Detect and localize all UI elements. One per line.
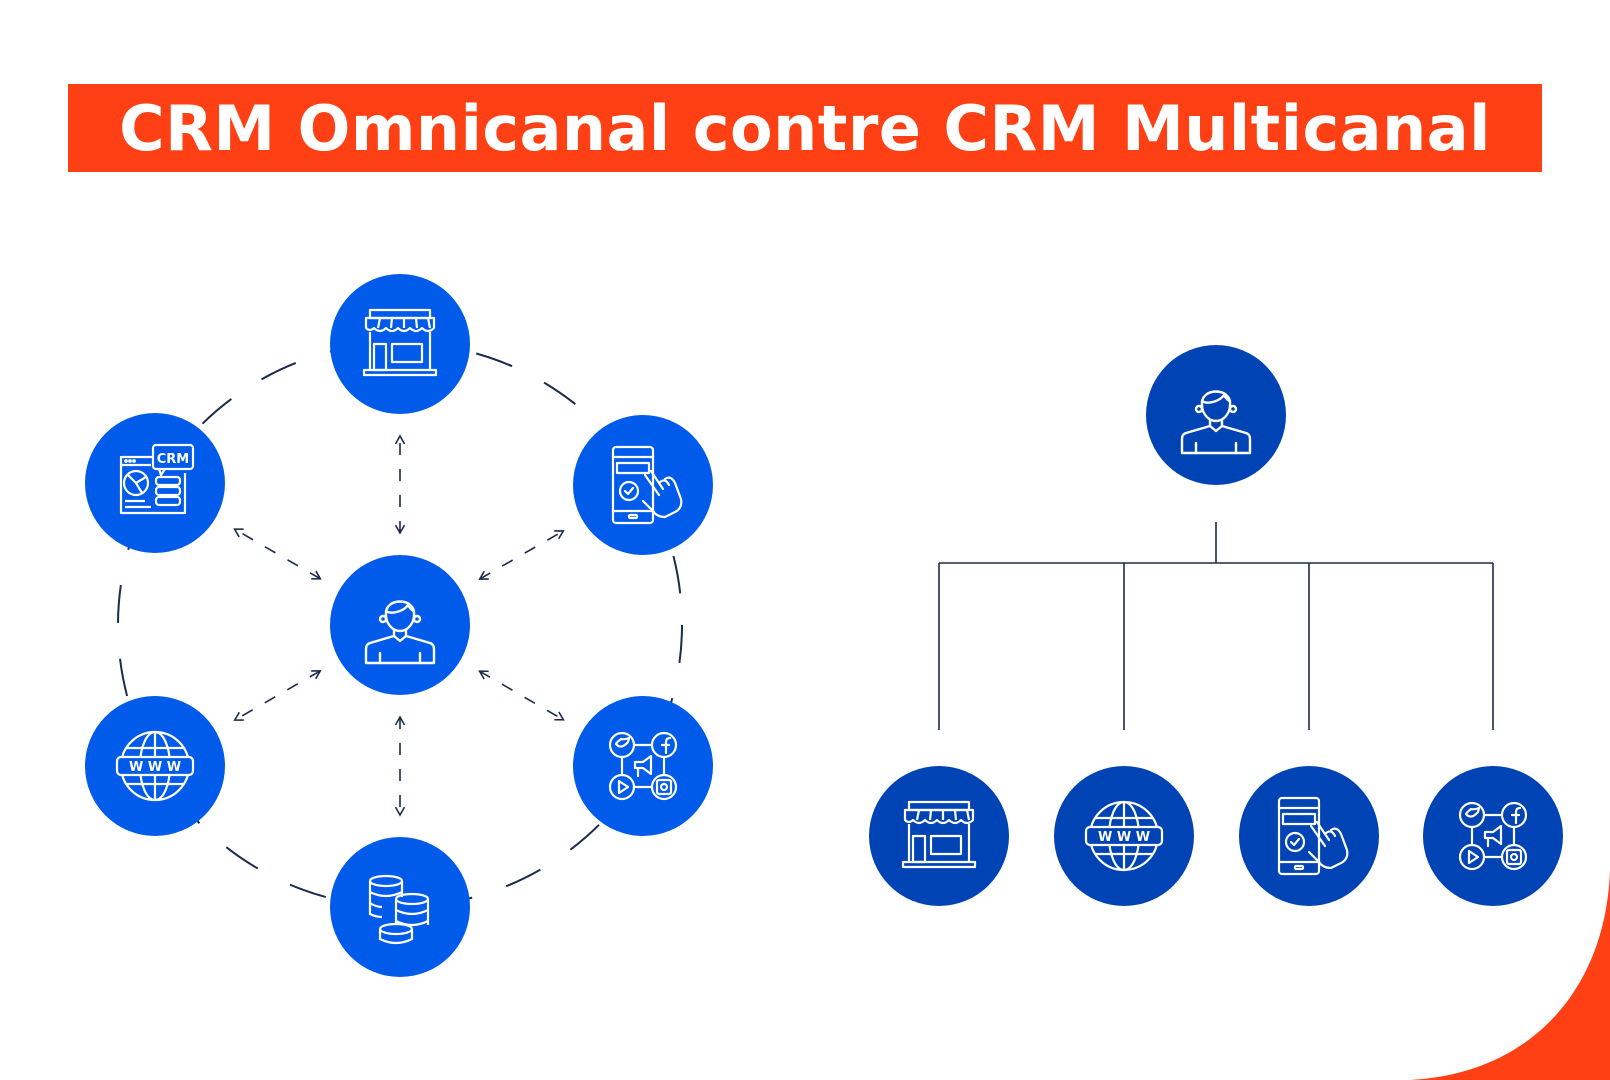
bidirectional-arrow: [478, 530, 565, 580]
omnichannel-node: [330, 837, 470, 977]
omnichannel-node: CRM: [85, 413, 225, 553]
www-icon-label: W W W: [129, 760, 181, 775]
omnichannel-arrows: [233, 434, 565, 817]
omnichannel-node: [573, 415, 713, 555]
omnichannel-ring: [117, 342, 683, 908]
multichannel-root-node: [1146, 345, 1286, 485]
multichannel-tree-lines: [938, 522, 1494, 730]
multichannel-child-node-circle: [1423, 766, 1563, 906]
multichannel-child-node: W W W: [1054, 766, 1194, 906]
bidirectional-arrow: [478, 670, 565, 721]
omnichannel-node-circle: [573, 415, 713, 555]
corner-accent-shape: [1410, 870, 1610, 1080]
www-icon-label: W W W: [1098, 830, 1150, 845]
multichannel-nodes: W W W: [869, 345, 1563, 906]
omnichannel-node-circle: [573, 696, 713, 836]
bidirectional-arrow: [233, 528, 322, 580]
multichannel-root-node-circle: [1146, 345, 1286, 485]
page-title: CRM Omnicanal contre CRM Multicanal: [119, 91, 1491, 165]
omnichannel-center-node-circle: [330, 555, 470, 695]
multichannel-child-node-circle: [1239, 766, 1379, 906]
omnichannel-nodes: W W W CRM: [85, 274, 713, 977]
crm-icon-label: CRM: [157, 452, 190, 467]
omnichannel-node: W W W: [85, 696, 225, 836]
omnichannel-center-node: [330, 555, 470, 695]
omnichannel-node: [573, 696, 713, 836]
omnichannel-node-circle: [330, 837, 470, 977]
title-banner: CRM Omnicanal contre CRM Multicanal: [68, 84, 1542, 172]
bidirectional-arrow: [233, 670, 322, 721]
omnichannel-node: [330, 274, 470, 414]
multichannel-child-node: [1423, 766, 1563, 906]
multichannel-child-node: [869, 766, 1009, 906]
multichannel-child-node: [1239, 766, 1379, 906]
